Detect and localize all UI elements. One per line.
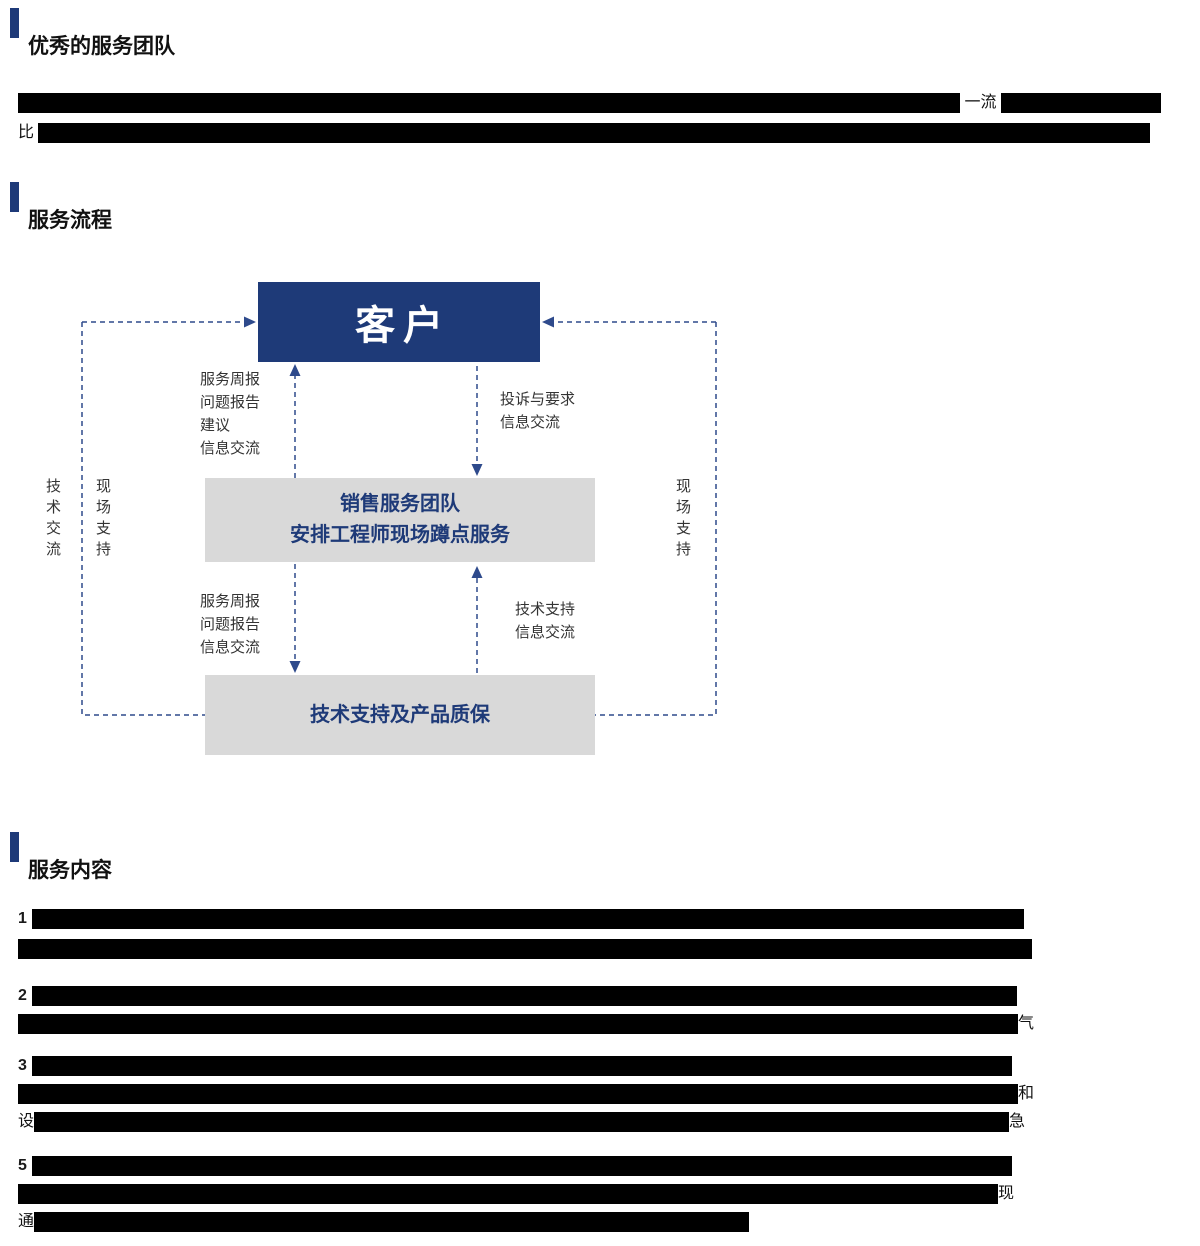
redacted-text-bar bbox=[31, 986, 1017, 1006]
tech-support-box: 技术支持及产品质保 bbox=[205, 675, 595, 755]
redacted-line: 3 bbox=[18, 1053, 1012, 1079]
label-weekly-report-top: 服务周报 问题报告 建议 信息交流 bbox=[200, 371, 261, 457]
redacted-line: 现 bbox=[18, 1181, 1014, 1207]
arrow-down-icon bbox=[471, 464, 483, 476]
redacted-text-bar bbox=[38, 123, 1151, 143]
redacted-line: 一流 bbox=[18, 88, 1193, 118]
redacted-text-bar bbox=[31, 1056, 1012, 1076]
label-tech-support: 技术支持 信息交流 bbox=[515, 601, 576, 641]
section-heading-process: 服务流程 bbox=[10, 182, 370, 240]
item-number: 5 bbox=[18, 1157, 27, 1174]
redacted-line bbox=[18, 936, 1032, 962]
heading-accent-bar bbox=[10, 832, 19, 862]
redacted-line: 5 bbox=[18, 1153, 1012, 1179]
section-title-team: 优秀的服务团队 bbox=[28, 35, 175, 58]
section-title-content: 服务内容 bbox=[28, 859, 112, 882]
redacted-text-bar bbox=[18, 1084, 1018, 1104]
text-fragment: 气 bbox=[1018, 1015, 1035, 1032]
text-fragment: 急 bbox=[1009, 1113, 1026, 1130]
arrow-down-icon bbox=[289, 661, 301, 673]
redacted-line: 气 bbox=[18, 1011, 1034, 1037]
redacted-line: 设急 bbox=[18, 1109, 1025, 1135]
redacted-text-bar bbox=[18, 1014, 1018, 1034]
service-content-list: 1 2 气 3 和 设急 5 现 通 bbox=[18, 906, 1196, 1241]
arrow-heads bbox=[244, 316, 554, 673]
text-fragment: 和 bbox=[1018, 1085, 1035, 1102]
section-heading-team: 优秀的服务团队 bbox=[10, 8, 370, 66]
redacted-text-bar bbox=[34, 1112, 1010, 1132]
item-number: 2 bbox=[18, 987, 27, 1004]
arrow-left-icon bbox=[542, 316, 554, 328]
arrow-right-icon bbox=[244, 316, 256, 328]
redacted-line: 通 bbox=[18, 1209, 750, 1235]
label-weekly-report-mid: 服务周报 问题报告 信息交流 bbox=[200, 593, 261, 656]
arrow-up-icon bbox=[289, 364, 301, 376]
redacted-text-bar bbox=[18, 1184, 998, 1204]
text-fragment: 比 bbox=[18, 124, 35, 141]
arrow-up-icon bbox=[471, 566, 483, 578]
redacted-text-bar bbox=[31, 909, 1024, 929]
redacted-text-bar bbox=[1000, 93, 1161, 113]
dashed-connectors bbox=[81, 321, 717, 716]
label-tech-exchange-vertical: 技术交流 bbox=[44, 478, 61, 562]
redacted-line: 比 bbox=[18, 118, 1193, 148]
sales-team-box: 销售服务团队 安排工程师现场蹲点服务 bbox=[205, 478, 595, 562]
redacted-text-bar bbox=[18, 93, 960, 113]
text-fragment: 一流 bbox=[964, 94, 997, 111]
item-number: 3 bbox=[18, 1057, 27, 1074]
heading-accent-bar bbox=[10, 8, 19, 38]
redacted-line: 和 bbox=[18, 1081, 1034, 1107]
text-fragment: 通 bbox=[18, 1213, 35, 1230]
text-fragment: 现 bbox=[998, 1185, 1015, 1202]
service-process-diagram: 客户 销售服务团队 安排工程师现场蹲点服务 技术支持及产品质保 服务周报 问题报… bbox=[0, 262, 1200, 807]
team-paragraph: 一流 比 bbox=[18, 88, 1193, 148]
redacted-line: 2 bbox=[18, 983, 1017, 1009]
customer-box: 客户 bbox=[258, 282, 540, 362]
redacted-line: 1 bbox=[18, 906, 1024, 932]
text-fragment: 设 bbox=[18, 1113, 35, 1130]
redacted-text-bar bbox=[18, 938, 1032, 959]
label-onsite-support-right-vertical: 现场支持 bbox=[674, 478, 691, 562]
label-complaints: 投诉与要求 信息交流 bbox=[500, 391, 576, 431]
label-onsite-support-left-vertical: 现场支持 bbox=[94, 478, 111, 562]
item-number: 1 bbox=[18, 910, 27, 927]
section-heading-content: 服务内容 bbox=[10, 832, 370, 890]
flow-lines bbox=[81, 316, 717, 716]
heading-accent-bar bbox=[10, 182, 19, 212]
redacted-text-bar bbox=[34, 1212, 750, 1232]
section-title-process: 服务流程 bbox=[28, 209, 112, 232]
redacted-text-bar bbox=[31, 1156, 1012, 1176]
